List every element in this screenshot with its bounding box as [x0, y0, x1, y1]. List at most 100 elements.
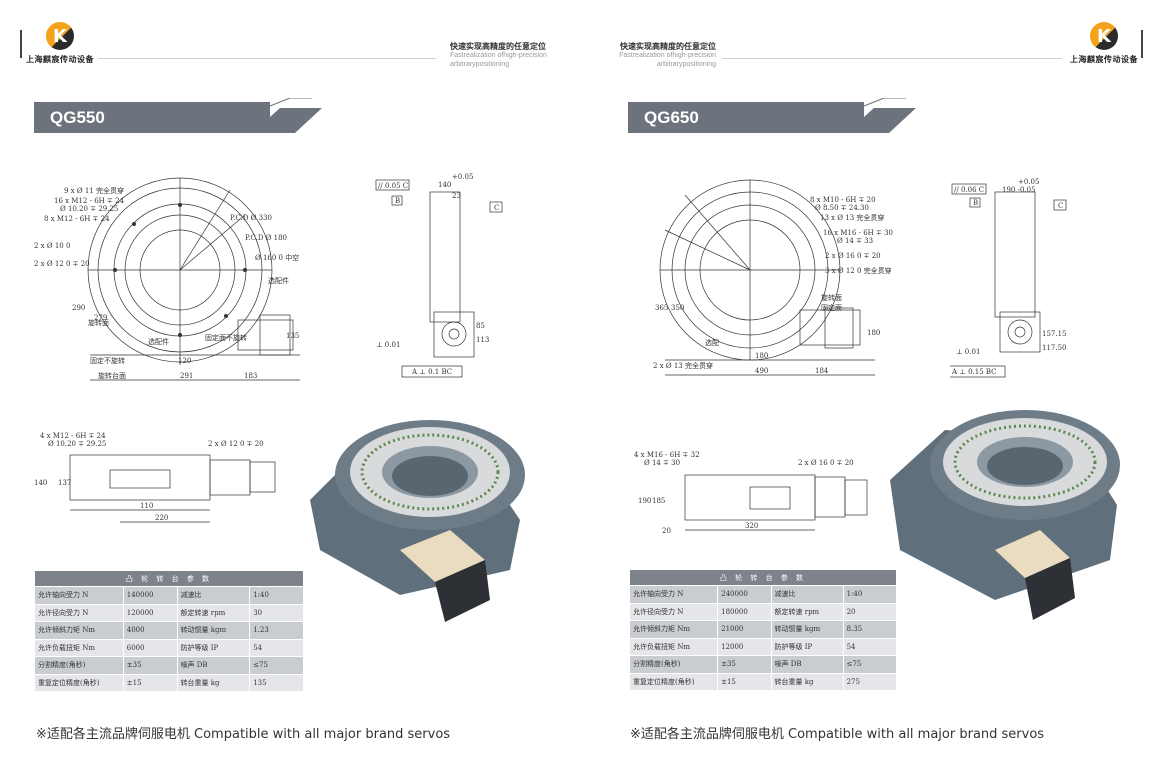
dimension-label: 固定不旋转 — [90, 356, 125, 365]
dimension-label: 135 — [286, 332, 299, 340]
dimension-label: 140 — [34, 479, 47, 487]
spec-value: 21000 — [717, 620, 772, 639]
dimension-label: 320 — [745, 522, 758, 530]
spec-value: ±35 — [122, 656, 178, 675]
spec-value: 4000 — [122, 621, 178, 640]
dimension-label: 选配件 — [148, 337, 169, 346]
dimension-label: P.C.D Ø 330 — [230, 214, 272, 222]
dimension-label: 291 — [180, 372, 193, 380]
dimension-label: 185 — [652, 497, 665, 505]
dimension-label: 365 — [655, 304, 668, 312]
dimension-label: 184 — [815, 367, 829, 375]
spec-label: 允许倾斜力矩 Nm — [34, 621, 124, 640]
drawing-top-view-right: 8 x M10 - 6H ∓ 20 Ø 8.50 ∓ 24.30 13 x Ø … — [653, 179, 893, 376]
spec-value: 6000 — [122, 638, 178, 657]
dimension-label: 固定面不旋转 — [205, 333, 247, 342]
dimension-label: A ⊥ 0.1 BC — [411, 368, 452, 376]
dimension-label: P.C.D Ø 180 — [245, 234, 287, 242]
spec-value: 120000 — [122, 603, 178, 622]
model-title-left: QG550 — [34, 102, 270, 133]
header-left-bar — [20, 30, 22, 58]
dimension-label: B — [395, 197, 400, 205]
spec-label: 允许倾斜力矩 Nm — [628, 620, 719, 639]
dimension-label: 13 x Ø 13 完全贯穿 — [820, 213, 884, 222]
product-render-right — [890, 410, 1120, 620]
company-name-left: 上海麒宸传动设备 — [26, 55, 94, 64]
spec-value: 8.35 — [842, 620, 898, 639]
dimension-label: Ø 10.20 ∓ 29.25 — [48, 440, 106, 448]
spec-value: ≤75 — [842, 655, 898, 674]
spec-value: 240000 — [717, 585, 772, 604]
spec-label: 分割精度(角秒) — [628, 655, 719, 674]
dimension-label: Ø 8.50 ∓ 24.30 — [815, 204, 869, 212]
dimension-label: 旋转面 — [821, 293, 842, 302]
spec-label: 重复定位精度(角秒) — [628, 672, 719, 691]
header-right-bar — [1141, 30, 1143, 58]
dimension-label: 3 x Ø 12 0 完全贯穿 — [825, 266, 892, 275]
dimension-label: 117.50 — [1042, 344, 1067, 352]
dimension-label: 8 x M12 - 6H ∓ 24 — [44, 215, 110, 223]
dimension-label: 137 — [58, 479, 71, 487]
dimension-label: 290 — [72, 304, 85, 312]
tagline-right: 快速实现高精度的任意定位 Fastrealization ofhigh-prec… — [619, 42, 716, 68]
product-render-left — [310, 420, 525, 622]
logo-right: K 上海麒宸传动设备 — [1070, 22, 1138, 65]
dimension-label: 190 -0.05 — [1002, 186, 1036, 194]
spec-label: 允许轴向受力 N — [34, 586, 124, 605]
spec-value: ±15 — [122, 673, 178, 692]
logo-icon: K — [1090, 22, 1118, 50]
model-title-right: QG650 — [628, 102, 864, 133]
spec-value: 135 — [249, 673, 304, 692]
spec-label: 转动惯量 kgm — [770, 620, 844, 639]
spec-value: ≤75 — [249, 656, 304, 675]
spec-value: 12000 — [717, 637, 772, 656]
spec-value: 54 — [249, 638, 304, 657]
dimension-label: 85 — [476, 322, 485, 330]
dimension-label: 180 — [755, 352, 768, 360]
footer-note-right: ※适配各主流品牌伺服电机 Compatible with all major b… — [630, 727, 1045, 742]
header-rule-right — [722, 58, 1062, 59]
drawing-front-view-left: 4 x M12 - 6H ∓ 24 Ø 10.20 ∓ 29.25 2 x Ø … — [34, 432, 276, 523]
dimension-label: 190 — [638, 497, 651, 505]
spec-value: 30 — [249, 603, 304, 622]
dimension-label: // 0.06 C — [954, 186, 984, 194]
dimension-label: 20 — [662, 527, 671, 535]
dimension-label: Ø 160 0 中空 — [255, 253, 299, 262]
dimension-label: B — [973, 199, 978, 207]
spec-label: 允许径向受力 N — [34, 603, 124, 622]
drawing-front-view-right: 4 x M16 - 6H ∓ 32 Ø 14 ∓ 30 2 x Ø 16 0 ∓… — [634, 451, 868, 535]
dimension-label: 8 x M10 - 6H ∓ 20 — [810, 196, 876, 204]
spec-value: 1:40 — [249, 586, 304, 605]
dimension-label: 2 x Ø 16 0 ∓ 20 — [825, 252, 881, 260]
spec-label: 允许负载扭矩 Nm — [34, 638, 124, 657]
dimension-label: C — [1058, 202, 1063, 210]
logo-left: K 上海麒宸传动设备 — [26, 22, 94, 65]
spec-label: 噪声 DB — [770, 655, 844, 674]
dimension-label: ⊥ 0.01 — [376, 341, 400, 349]
dimension-label: 490 — [755, 367, 768, 375]
dimension-label: 选配 — [705, 338, 719, 347]
dimension-label: 2 x Ø 12 0 ∓ 20 — [34, 260, 90, 268]
dimension-label: 113 — [476, 336, 489, 344]
dimension-label: 9 x Ø 11 完全贯穿 — [64, 186, 124, 195]
dimension-label: 2 x Ø 12 0 ∓ 20 — [208, 440, 264, 448]
spec-label: 噪声 DB — [176, 656, 251, 675]
header-rule-left — [98, 58, 436, 59]
dimension-label: +0.05 — [1018, 178, 1039, 186]
dimension-label: Ø 14 ∓ 30 — [644, 459, 680, 467]
spec-label: 额定转速 rpm — [176, 603, 251, 622]
spec-value: 20 — [842, 602, 898, 621]
spec-label: 重复定位精度(角秒) — [34, 673, 124, 692]
spec-label: 防护等级 IP — [176, 638, 251, 657]
dimension-label: 选配件 — [268, 276, 289, 285]
dimension-label: 120 — [178, 357, 191, 365]
